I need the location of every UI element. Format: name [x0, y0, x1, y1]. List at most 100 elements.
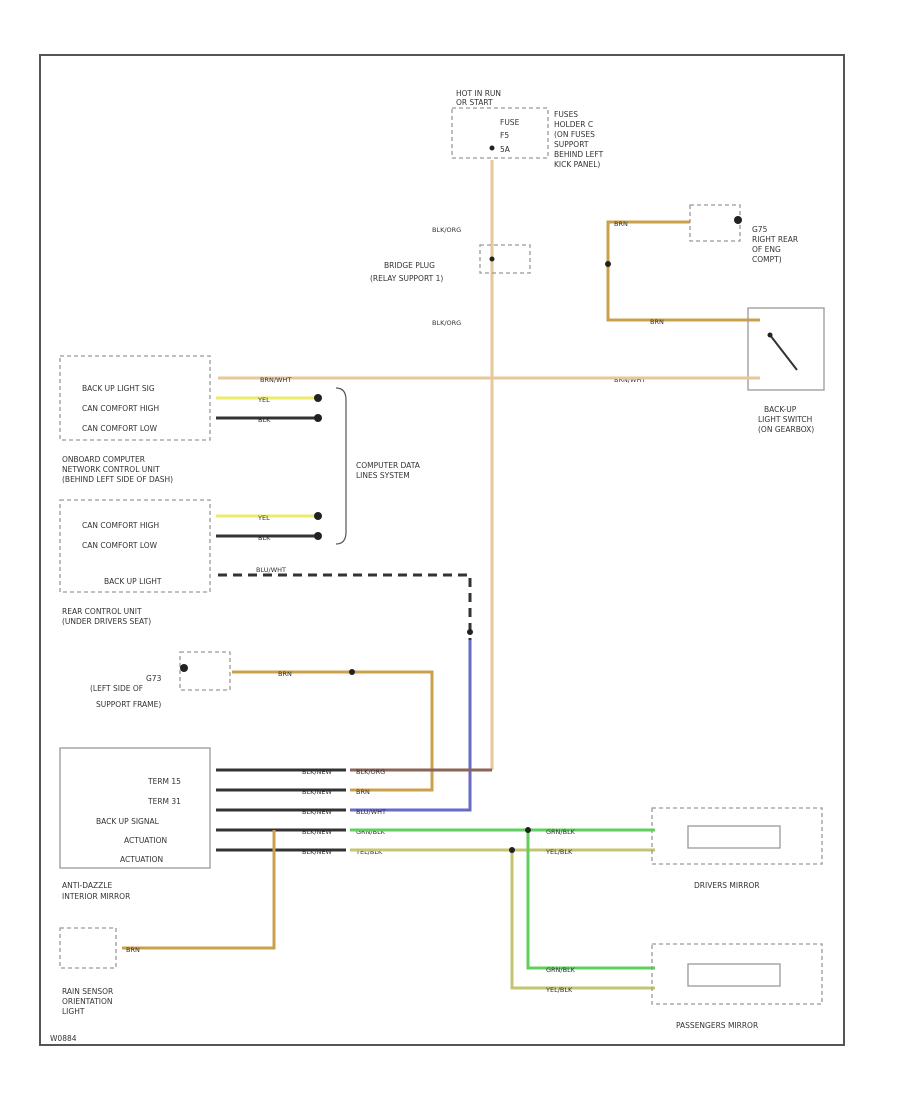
switch-contact: [769, 334, 798, 371]
rear-wire-0: YEL: [257, 514, 270, 522]
ylw-splice: [509, 847, 515, 853]
rain-desc-0: RAIN SENSOR: [62, 987, 113, 996]
mirror-wire-right-4: YEL/BLK: [355, 848, 383, 856]
onboard-box: [59, 355, 211, 441]
g73-box: [179, 651, 231, 691]
mirror-wire-right-0: BLK/ORG: [356, 768, 385, 776]
mirror-desc-1: INTERIOR MIRROR: [62, 892, 130, 901]
wire-rain: [122, 830, 276, 950]
rear-row-2: BACK UP LIGHT: [104, 577, 162, 586]
data-lines-0: COMPUTER DATA: [356, 461, 421, 470]
mirror-wire-left-4: BLK/NEW: [302, 848, 333, 856]
rear-wire-2: BLU/WHT: [256, 566, 286, 574]
wire-act-grn-branch: [526, 830, 655, 970]
bridge-label-1: BRIDGE PLUG: [384, 261, 435, 270]
drv-wire-1: YEL/BLK: [545, 848, 573, 856]
fuse-desc-3: SUPPORT: [554, 140, 589, 149]
g73-desc-1: (LEFT SIDE OF: [90, 684, 143, 693]
mirror-row-1: TERM 31: [147, 797, 181, 806]
passengers-mirror: GRN/BLK YEL/BLK PASSENGERS MIRROR: [545, 943, 823, 1030]
wire-act-ylw-branch: [510, 850, 655, 990]
fuse-desc-1: HOLDER C: [554, 120, 593, 129]
g75-desc-1: RIGHT REAR: [752, 235, 798, 244]
g75-wire: BRN: [614, 220, 628, 228]
g73-wire: BRN: [278, 670, 292, 678]
switch-desc-0: BACK-UP: [764, 405, 797, 414]
bridge-wire-bottom: BLK/ORG: [432, 319, 461, 327]
footer-code: W0884: [50, 1034, 77, 1043]
rain-desc-1: ORIENTATION: [62, 997, 113, 1006]
g75-desc-3: COMPT): [752, 255, 782, 264]
ground-right: BRN G75 RIGHT REAR OF ENG COMPT): [605, 204, 798, 322]
backup-switch: BRN BRN/WHT BACK-UP LIGHT SWITCH (ON GEA…: [614, 307, 825, 434]
switch-pivot: [767, 332, 773, 338]
rear-can-high-term: [314, 512, 322, 520]
rear-row-0: CAN COMFORT HIGH: [82, 521, 159, 530]
mirror-wire-left-1: BLK/NEW: [302, 788, 333, 796]
bracket-line: [335, 387, 347, 545]
rear-desc-0: REAR CONTROL UNIT: [62, 607, 142, 616]
mirror-wire-right-3: GRN/BLK: [356, 828, 386, 836]
fuse-pin-1: FUSE: [500, 118, 520, 127]
bridge-label-2: (RELAY SUPPORT 1): [370, 274, 443, 283]
mirror-wire-right-1: BRN: [356, 788, 370, 796]
onboard-unit: BACK UP LIGHT SIG CAN COMFORT HIGH CAN C…: [59, 355, 322, 484]
drivers-mirror: GRN/BLK YEL/BLK DRIVERS MIRROR: [545, 807, 823, 890]
bridge-box: [479, 244, 531, 274]
switch-desc-2: (ON GEARBOX): [758, 425, 814, 434]
bridge-wire-top: BLK/ORG: [432, 226, 461, 234]
fuse-hot-label-1: HOT IN RUN: [456, 89, 501, 98]
pass-wire-0: GRN/BLK: [546, 966, 576, 974]
ground-left: G73 (LEFT SIDE OF SUPPORT FRAME) BRN: [90, 651, 434, 792]
rear-can-low-term: [314, 532, 322, 540]
mirror-wire-left-0: BLK/NEW: [302, 768, 333, 776]
mirror-wire-left-3: BLK/NEW: [302, 828, 333, 836]
drv-box: [651, 807, 823, 865]
wire-g75: [606, 220, 760, 322]
mirror-row-3: ACTUATION: [124, 836, 167, 845]
onboard-desc-0: ONBOARD COMPUTER: [62, 455, 145, 464]
wire-blu-backup: [350, 640, 472, 812]
g75-desc-2: OF ENG: [752, 245, 781, 254]
switch-box: [747, 307, 825, 391]
g73-desc-0: G73: [146, 674, 162, 683]
drv-wire-0: GRN/BLK: [546, 828, 576, 836]
fuse-block: HOT IN RUN OR START FUSE F5 5A FUSES HOL…: [451, 89, 604, 169]
g75-desc-0: G75: [752, 225, 768, 234]
rear-row-1: CAN COMFORT LOW: [82, 541, 158, 550]
rain-box: [59, 927, 117, 969]
onboard-row-1: CAN COMFORT HIGH: [82, 404, 159, 413]
fuse-desc-0: FUSES: [554, 110, 578, 119]
mirror-row-2: BACK UP SIGNAL: [96, 817, 160, 826]
mirror-row-4: ACTUATION: [120, 855, 163, 864]
mirror-desc-0: ANTI-DAZZLE: [62, 881, 112, 890]
mirror-wire-left-2: BLK/NEW: [302, 808, 333, 816]
rain-wire: BRN: [126, 946, 140, 954]
g73-ground-node: [180, 664, 188, 672]
drv-motor: [687, 825, 781, 849]
g73-desc-2: SUPPORT FRAME): [96, 700, 161, 709]
fuse-node: [489, 145, 495, 151]
bridge-node: [489, 256, 495, 262]
fuse-desc-2: (ON FUSES: [554, 130, 595, 139]
g75-splice-node: [605, 261, 611, 267]
data-lines-1: LINES SYSTEM: [356, 471, 410, 480]
onboard-wire-1: YEL: [257, 396, 270, 404]
g75-ground-node: [734, 216, 742, 224]
fuse-holder-box: [451, 107, 549, 159]
rear-box: [59, 499, 211, 593]
onboard-desc-2: (BEHIND LEFT SIDE OF DASH): [62, 475, 173, 484]
onboard-row-2: CAN COMFORT LOW: [82, 424, 158, 433]
data-lines-bracket: COMPUTER DATA LINES SYSTEM: [335, 387, 421, 545]
rear-wire-1: BLK: [258, 534, 271, 542]
grn-splice: [525, 827, 531, 833]
onboard-wire-2: BLK: [258, 416, 271, 424]
drv-label: DRIVERS MIRROR: [694, 881, 760, 890]
onboard-desc-1: NETWORK CONTROL UNIT: [62, 465, 160, 474]
rear-desc-1: (UNDER DRIVERS SEAT): [62, 617, 151, 626]
mirror-box: [59, 747, 211, 869]
pass-wire-1: YEL/BLK: [545, 986, 573, 994]
diagram-frame: [39, 54, 845, 1046]
interior-mirror: TERM 15 TERM 31 BACK UP SIGNAL ACTUATION…: [59, 747, 386, 901]
